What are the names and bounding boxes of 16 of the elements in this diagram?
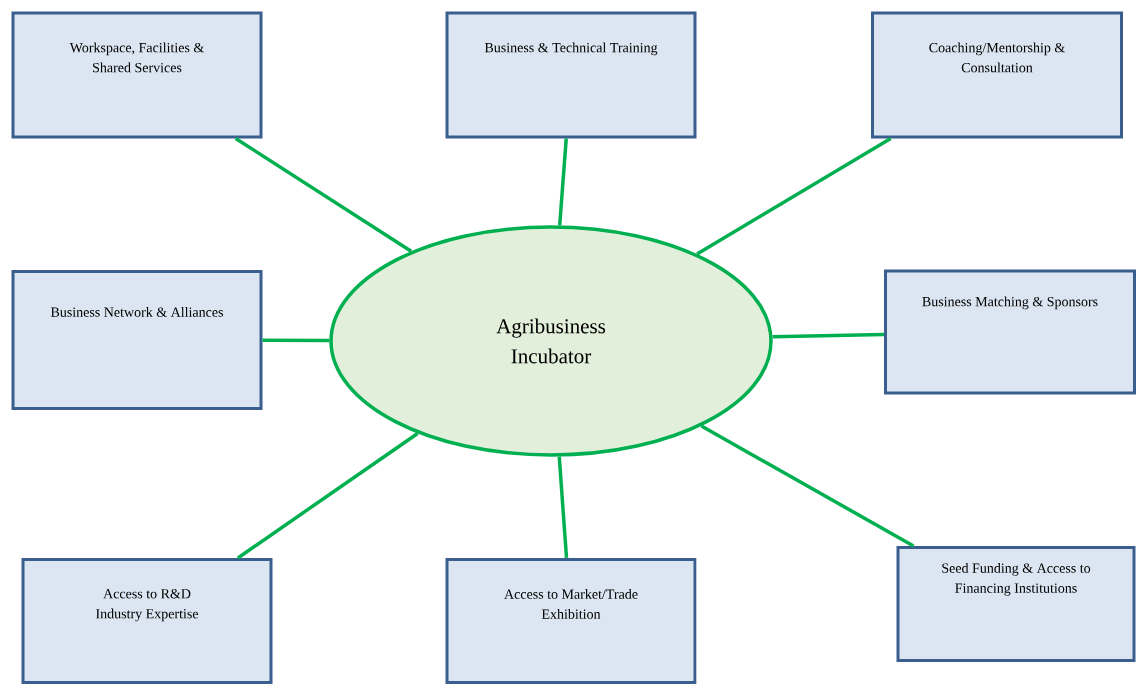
- service-box: Business Matching & Sponsors: [884, 269, 1136, 395]
- service-box: Access to Market/Trade Exhibition: [445, 558, 697, 684]
- connector-line: [234, 137, 413, 253]
- connector-line: [557, 456, 569, 559]
- connector-line: [700, 424, 915, 548]
- connector-line: [557, 138, 568, 226]
- service-box: Access to R&D Industry Expertise: [21, 558, 273, 684]
- connector-line: [696, 137, 892, 256]
- service-box: Seed Funding & Access to Financing Institutions: [896, 546, 1136, 662]
- service-box: Workspace, Facilities & Shared Services: [11, 11, 263, 139]
- connector-line: [262, 338, 330, 343]
- connector-line: [236, 432, 419, 560]
- service-box: Business Network & Alliances: [11, 270, 263, 410]
- service-box: Coaching/Mentorship & Consultation: [871, 11, 1123, 139]
- connector-line: [772, 332, 885, 339]
- service-box: Business & Technical Training: [445, 11, 697, 139]
